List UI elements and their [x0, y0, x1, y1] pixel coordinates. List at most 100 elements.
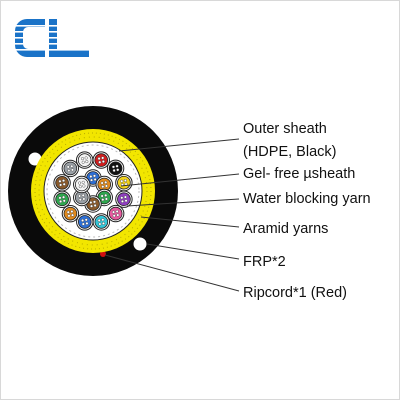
fiber [85, 160, 89, 164]
fiber [93, 203, 97, 207]
micro-tube-fill [74, 177, 89, 192]
fiber [104, 184, 108, 188]
ripcord-marker [100, 251, 106, 257]
micro-tube-fill [94, 215, 109, 229]
micro-tube-fill [63, 161, 78, 176]
fiber [101, 221, 105, 225]
fiber [101, 198, 105, 202]
fiber [101, 185, 105, 189]
fiber [92, 200, 96, 204]
leader-outer-sheath [118, 138, 240, 152]
fiber [81, 218, 85, 222]
fiber [97, 157, 101, 161]
fiber [111, 165, 115, 169]
fiber [85, 221, 89, 225]
fiber [70, 168, 74, 172]
fiber [82, 184, 86, 188]
fiber [62, 182, 66, 186]
fiber [100, 194, 104, 198]
fiber [112, 168, 116, 172]
gl-logo-icon [13, 19, 93, 57]
fiber [101, 160, 105, 164]
fiber [93, 177, 97, 181]
micro-tube-fill [63, 206, 78, 221]
fiber [70, 210, 74, 214]
aramid-texture-2 [38, 136, 148, 246]
fiber [78, 185, 82, 189]
aramid-texture [34, 132, 152, 250]
fiber [67, 169, 71, 173]
fiber [66, 210, 70, 214]
leader-gel-free [120, 173, 240, 187]
fiber [62, 179, 66, 183]
water-blocking-texture [46, 144, 140, 238]
fiber [116, 213, 120, 217]
fiber [120, 179, 124, 183]
fiber [115, 164, 119, 168]
fiber [81, 160, 85, 164]
fiber [104, 180, 108, 184]
fiber [58, 179, 62, 183]
fiber [123, 195, 127, 199]
fiber [97, 218, 101, 222]
fiber [104, 197, 108, 201]
fiber [66, 165, 70, 169]
label-outer-sheath-material: (HDPE, Black) [243, 144, 337, 160]
fiber [92, 174, 96, 178]
micro-tube-fill [117, 175, 131, 190]
micro-tube-fill [55, 192, 69, 207]
leader-water-blocking [126, 198, 240, 207]
micro-tube-fill [108, 161, 123, 176]
fiber [84, 156, 88, 160]
leader-ripcord [104, 254, 240, 292]
micro-tube-fill [55, 175, 69, 190]
micro-tube-fill [94, 153, 109, 167]
fiber [112, 214, 116, 218]
label-outer-sheath: Outer sheath [243, 121, 327, 137]
water-blocking-layer [43, 141, 143, 241]
label-frp: FRP*2 [243, 254, 286, 270]
fiber [112, 210, 116, 214]
fiber [115, 209, 119, 213]
leader-aramid [140, 216, 240, 228]
fiber [90, 178, 94, 182]
fiber [78, 198, 82, 202]
fiber [90, 204, 94, 208]
fiber [101, 156, 105, 160]
fiber [62, 199, 66, 203]
fiber [124, 199, 128, 203]
fiber [81, 193, 85, 197]
fiber [104, 193, 108, 197]
label-ripcord: Ripcord*1 (Red) [243, 285, 347, 301]
fiber [59, 183, 63, 187]
frp-right [132, 236, 148, 252]
fiber [82, 197, 86, 201]
fiber [101, 218, 105, 222]
micro-tube-fill [77, 153, 92, 167]
micro-tube-fill [77, 215, 92, 229]
fiber [67, 214, 71, 218]
fiber [123, 179, 127, 183]
fiber [71, 213, 75, 217]
leader-frp [146, 243, 240, 260]
micro-tubes [53, 151, 133, 231]
fiber [58, 196, 62, 200]
fiber [120, 199, 124, 203]
label-water-blocking: Water blocking yarn [243, 191, 371, 207]
fiber [89, 175, 93, 179]
fiber [78, 181, 82, 185]
label-aramid: Aramid yarns [243, 221, 329, 237]
fiber [81, 222, 85, 226]
fiber [78, 194, 82, 198]
fiber [98, 222, 102, 226]
micro-tube-fill [117, 192, 131, 207]
fiber [84, 218, 88, 222]
fiber [120, 196, 124, 200]
fiber [70, 164, 74, 168]
fiber [116, 168, 120, 172]
fiber [81, 180, 85, 184]
fiber [81, 157, 85, 161]
fiber [98, 160, 102, 164]
